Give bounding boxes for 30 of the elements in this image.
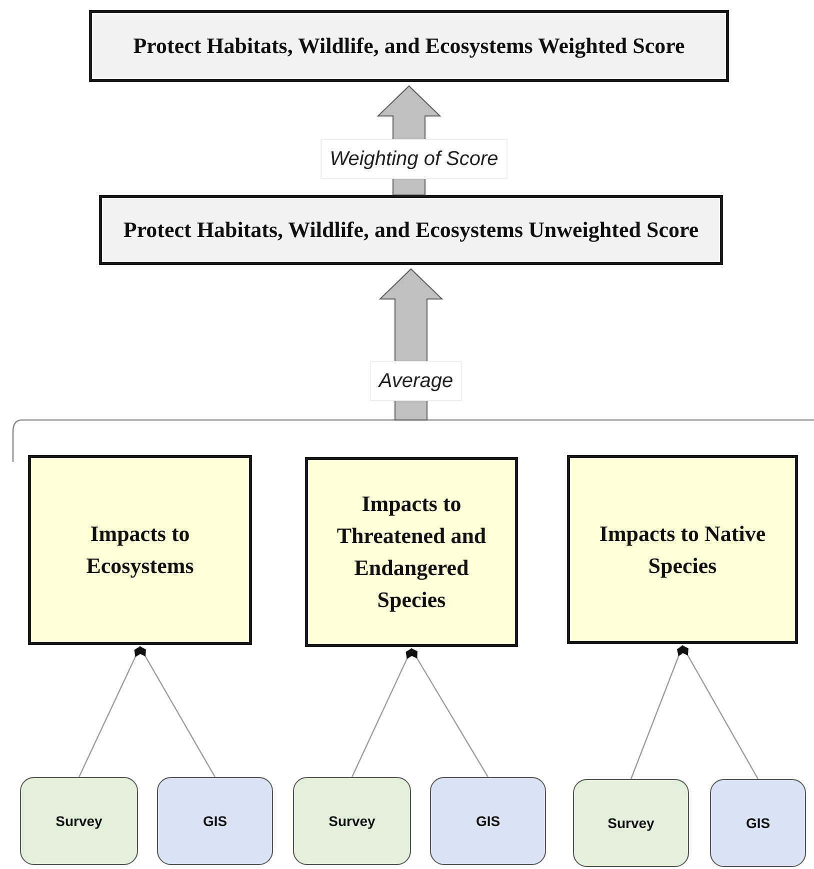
impact-box <box>28 455 252 645</box>
connector-line <box>630 645 684 780</box>
edge-label: Weighting of Score <box>320 139 508 179</box>
connector-line <box>78 646 142 778</box>
gis-box <box>710 779 806 867</box>
connector-line <box>410 648 489 778</box>
connector-line <box>139 646 216 778</box>
impact-box <box>305 457 518 647</box>
node-text: Survey <box>56 812 102 831</box>
impact-box <box>567 455 798 644</box>
node-text: Survey <box>608 814 654 833</box>
score-box <box>99 195 723 265</box>
node-text: Protect Habitats, Wildlife, and Ecosystems Weighted Score <box>133 32 685 60</box>
score-box <box>89 10 729 82</box>
connector-line <box>682 645 759 780</box>
node-text: Impacts to Threatened and Endangered Species <box>336 490 488 614</box>
gis-box <box>157 777 273 865</box>
node-text: GIS <box>476 812 500 830</box>
node-text: Impacts to Native Species <box>598 520 767 580</box>
gis-box <box>430 777 546 865</box>
survey-box <box>573 779 689 867</box>
edge-label: Average <box>370 361 462 401</box>
node-text: Impacts to Ecosystems <box>85 520 195 580</box>
node-text: Protect Habitats, Wildlife, and Ecosystems Unweighted Score <box>123 216 699 244</box>
node-text: GIS <box>746 814 770 832</box>
node-text: Survey <box>328 812 376 831</box>
node-text: GIS <box>202 812 228 830</box>
survey-box <box>293 777 411 865</box>
connector-line <box>351 648 414 778</box>
survey-box <box>20 777 138 865</box>
